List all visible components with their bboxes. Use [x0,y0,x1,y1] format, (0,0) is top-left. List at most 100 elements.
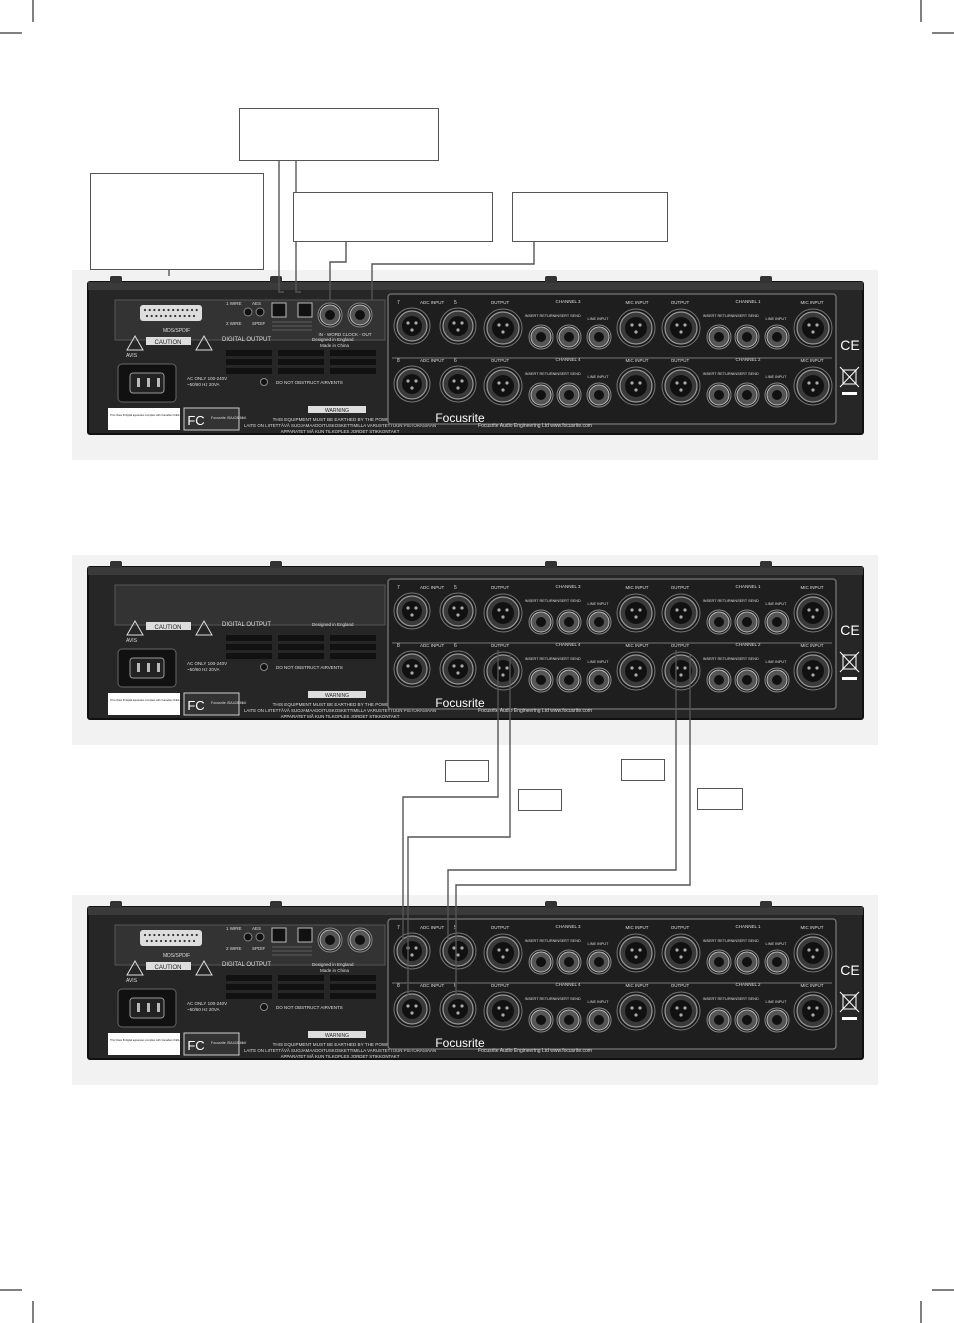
line-input-label: LINE INPUT [766,602,788,606]
word-clock-label: IN - WORD CLOCK - OUT [319,332,372,337]
led-indicator [255,932,265,942]
earthed-label: THIS EQUIPMENT MUST BE EARTHED BY THE PO… [273,417,409,422]
airvents-label: DO NOT OBSTRUCT AIRVENTS [276,665,343,670]
channel-number-label: 7 [397,300,400,306]
focusrite-logo: Focusrite [435,411,485,425]
insert-send-label: INSERT SEND [555,939,581,943]
weee-bin-icon [839,366,860,395]
output-label: OUTPUT [671,925,690,930]
line-input-label: LINE INPUT [766,660,788,664]
digital-output-label: DIGITAL OUTPUT [222,962,271,968]
channel-group-label: CHANNEL 4 [555,982,581,987]
insert-return-label: INSERT RETURN [703,372,734,376]
warning-triangle-icon [195,334,213,351]
channel-group-label: CHANNEL 2 [735,357,761,362]
insert-send-jack [556,1007,582,1033]
class-b-text: This Class B digital apparatus complies … [110,1038,185,1042]
mic-input-label: MIC INPUT [801,585,824,590]
insert-return-label: INSERT RETURN [525,939,556,943]
mic-input-xlr [793,991,833,1031]
caution-label: CAUTION [155,965,182,971]
line-input-jack [764,324,790,350]
mic-input-label: MIC INPUT [801,300,824,305]
adc-input-xlr [393,650,431,688]
rack-foot [110,561,122,568]
output-xlr [661,366,701,406]
rack-foot [270,561,282,568]
insert-send-label: INSERT SEND [733,657,759,661]
norwegian-label: APPARATET MÅ KUN TILKOPLES JORDET STIKKO… [281,1054,400,1059]
hz-label: ~50/60 Hz 20VA [187,382,220,387]
caution-badge [146,337,191,345]
channel-number-label: 7 [397,585,400,591]
fcc-plate [183,1032,240,1056]
class-b-label-plate [108,1033,180,1055]
mic-input-xlr [616,593,656,633]
output-xlr [483,366,523,406]
warning-triangle-icon [195,959,213,976]
focusrite-logo: Focusrite [435,696,485,710]
mic-input-xlr [616,933,656,973]
output-label: OUTPUT [491,925,510,930]
adc-input-label: ADC INPUT [420,585,445,590]
adc-input-xlr [439,932,477,970]
air-vent [278,984,324,990]
insert-send-jack [734,382,760,408]
line-input-label: LINE INPUT [766,317,788,321]
airvents-label: DO NOT OBSTRUCT AIRVENTS [276,380,343,385]
line-input-label: LINE INPUT [588,375,610,379]
mic-input-xlr [616,991,656,1031]
word-clock-out-bnc [347,927,373,953]
warning-badge [308,691,366,698]
designed-label: Designed in England [312,337,354,342]
adc-input-xlr [393,592,431,630]
mic-input-xlr [616,308,656,348]
output-label: OUTPUT [671,358,690,363]
rack-foot [270,901,282,908]
fcc-logo-icon: FC [187,698,204,713]
rack-foot [760,901,772,908]
line-input-jack [586,609,612,635]
output-xlr [661,991,701,1031]
dip-switch [297,927,313,943]
rack-foot [760,561,772,568]
line-input-label: LINE INPUT [766,1000,788,1004]
word-clock-in-bnc [317,927,343,953]
insert-return-jack [706,1007,732,1033]
adc-input-label: ADC INPUT [420,983,445,988]
insert-send-label: INSERT SEND [555,657,581,661]
ground-screw [260,378,268,386]
air-vent [278,350,324,356]
callout-top [239,108,439,161]
cable-c [447,650,677,940]
air-vent [330,984,376,990]
weee-bin-icon [839,651,860,680]
insert-return-jack [528,382,554,408]
air-vent [226,644,272,650]
mic-input-label: MIC INPUT [626,643,649,648]
air-vent [278,993,324,999]
output-label: OUTPUT [491,300,510,305]
airvents-label: DO NOT OBSTRUCT AIRVENTS [276,1005,343,1010]
channel-group-label: CHANNEL 3 [555,584,581,589]
caution-badge [146,962,191,970]
ground-screw [260,1003,268,1011]
air-vent [330,993,376,999]
db25-connector [140,930,202,946]
hz-label: ~50/60 Hz 20VA [187,667,220,672]
adc-input-xlr [439,592,477,630]
insert-send-jack [556,382,582,408]
air-vent [330,368,376,374]
ce-mark-icon: CE [840,962,859,978]
air-vent [226,359,272,365]
insert-send-label: INSERT SEND [733,599,759,603]
avis-label: AVIS [126,978,138,984]
ac-only-label: AC ONLY 100-240V [187,376,227,381]
cable-layer [168,159,691,995]
wire2-label: 2 WIRE [226,321,242,326]
norwegian-label: APPARATET MÅ KUN TILKOPLES JORDET STIKKO… [281,714,400,719]
line-input-jack [586,667,612,693]
insert-send-jack [734,324,760,350]
adc-input-label: ADC INPUT [420,358,445,363]
